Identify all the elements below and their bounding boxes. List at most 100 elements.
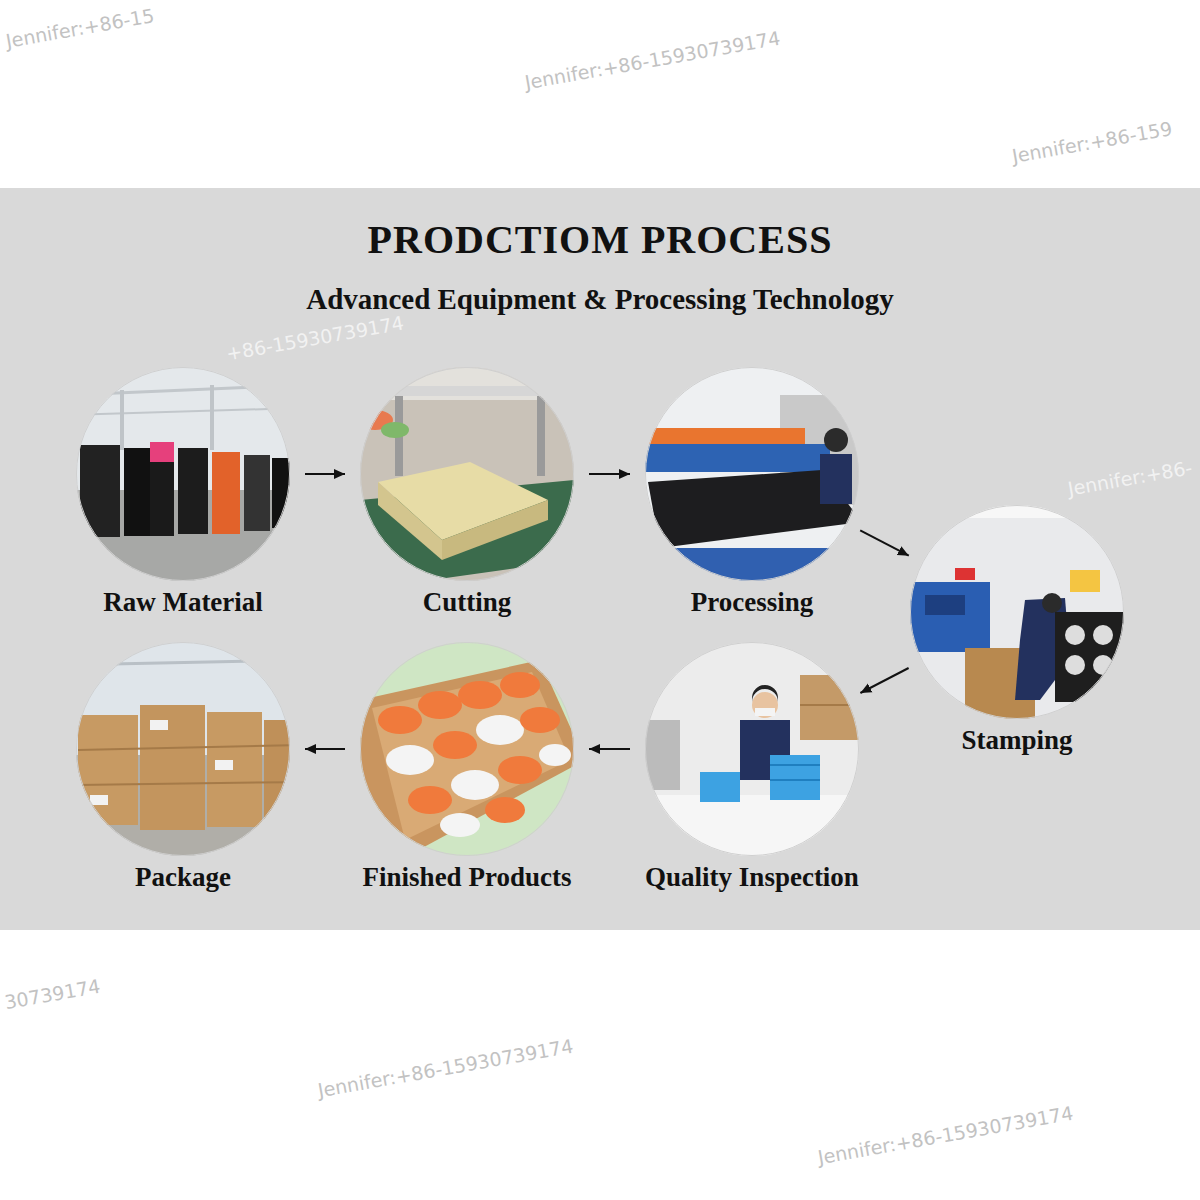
photo-detail (80, 445, 120, 537)
circle-border (646, 368, 859, 581)
photo-detail (90, 795, 108, 805)
photo-detail (645, 428, 805, 444)
photo-detail (355, 360, 585, 400)
photo-detail (820, 454, 852, 504)
photo-detail (140, 705, 205, 830)
process-circle: Quality Inspection (645, 642, 859, 856)
photo-detail (537, 396, 545, 476)
process-circle: Processing (645, 367, 859, 581)
photo-detail (378, 482, 442, 560)
photo-detail (440, 813, 480, 837)
photo-detail (178, 448, 208, 534)
photo-detail (1065, 625, 1085, 645)
photo-detail (520, 707, 560, 733)
step-label: Processing (691, 587, 814, 618)
photo-detail (645, 548, 865, 588)
photo-detail (1070, 570, 1100, 592)
photo-detail (640, 635, 870, 865)
photo-detail (925, 595, 965, 615)
photo-detail (207, 712, 262, 827)
photo-detail (78, 782, 300, 785)
photo-detail (442, 500, 548, 560)
photo-detail (451, 770, 499, 800)
photo-detail (645, 795, 865, 865)
photo-detail (78, 745, 300, 750)
photo-detail (372, 672, 570, 840)
photo-detail (1055, 612, 1130, 702)
photo-detail (210, 385, 214, 450)
process-circle: Package (76, 642, 290, 856)
photo-detail (905, 500, 1135, 730)
circle-border (646, 643, 859, 856)
photo-detail (378, 706, 422, 734)
circle-outline (910, 505, 1124, 719)
photo-detail (244, 455, 270, 531)
photo-detail (150, 442, 174, 536)
photo-detail (905, 500, 1135, 518)
photo-detail (433, 731, 477, 759)
watermark: Jennifer:+86-15930739174 (316, 1035, 575, 1102)
subtitle: Advanced Equipment & Processing Technolo… (0, 283, 1200, 316)
photo-detail (386, 745, 434, 775)
photo-detail (640, 360, 870, 590)
circle-border (911, 506, 1124, 719)
photo-detail (539, 744, 571, 766)
photo-detail (70, 385, 300, 395)
package-photo (70, 635, 300, 865)
circle-outline (645, 642, 859, 856)
photo-detail (910, 582, 990, 652)
photo-detail (150, 442, 174, 462)
photo-detail (355, 660, 585, 860)
flow-arrow (305, 473, 345, 475)
circle-outline (76, 642, 290, 856)
process-circle: Stamping (910, 505, 1124, 719)
step-label: Package (135, 862, 231, 893)
circle-border (77, 643, 290, 856)
flow-arrow (305, 748, 345, 750)
photo-detail (824, 428, 848, 452)
photo-detail (1093, 625, 1113, 645)
photo-detail (264, 720, 299, 820)
photo-detail (752, 692, 778, 718)
flow-arrow (860, 530, 909, 555)
cutting-photo (355, 360, 585, 590)
circle-border (361, 643, 574, 856)
photo-detail (120, 390, 124, 450)
photo-detail (645, 444, 830, 472)
photo-detail (498, 756, 542, 784)
circle-outline (76, 367, 290, 581)
photo-detail (124, 448, 150, 536)
step-label: Stamping (961, 725, 1072, 756)
photo-detail (770, 764, 820, 766)
photo-detail (458, 681, 502, 709)
orange-discs (378, 672, 571, 837)
stamping-photo (905, 500, 1135, 730)
photo-detail (70, 660, 300, 665)
flow-arrow (589, 473, 630, 475)
photo-detail (770, 755, 820, 800)
photo-detail (70, 408, 300, 415)
step-label: Raw Material (103, 587, 263, 618)
photo-detail (78, 715, 138, 825)
circle-border (361, 368, 574, 581)
flow-arrow (589, 748, 630, 750)
photo-detail (215, 760, 233, 770)
products-photo (355, 635, 585, 865)
photo-detail (700, 772, 740, 802)
photo-detail (418, 691, 462, 719)
photo-detail (381, 422, 409, 438)
photo-detail (1093, 655, 1113, 675)
photo-detail (800, 675, 865, 740)
photo-detail (1042, 593, 1062, 613)
process-circle: Cutting (360, 367, 574, 581)
process-circle: Finished Products (360, 642, 574, 856)
photo-detail (500, 672, 540, 698)
circle-border (77, 368, 290, 581)
photo-detail (770, 779, 820, 781)
photo-detail (150, 720, 168, 730)
step-label: Quality Inspection (645, 862, 859, 893)
photo-detail (395, 386, 545, 396)
photo-detail (752, 685, 778, 702)
step-label: Cutting (423, 587, 512, 618)
photo-detail (755, 708, 775, 716)
